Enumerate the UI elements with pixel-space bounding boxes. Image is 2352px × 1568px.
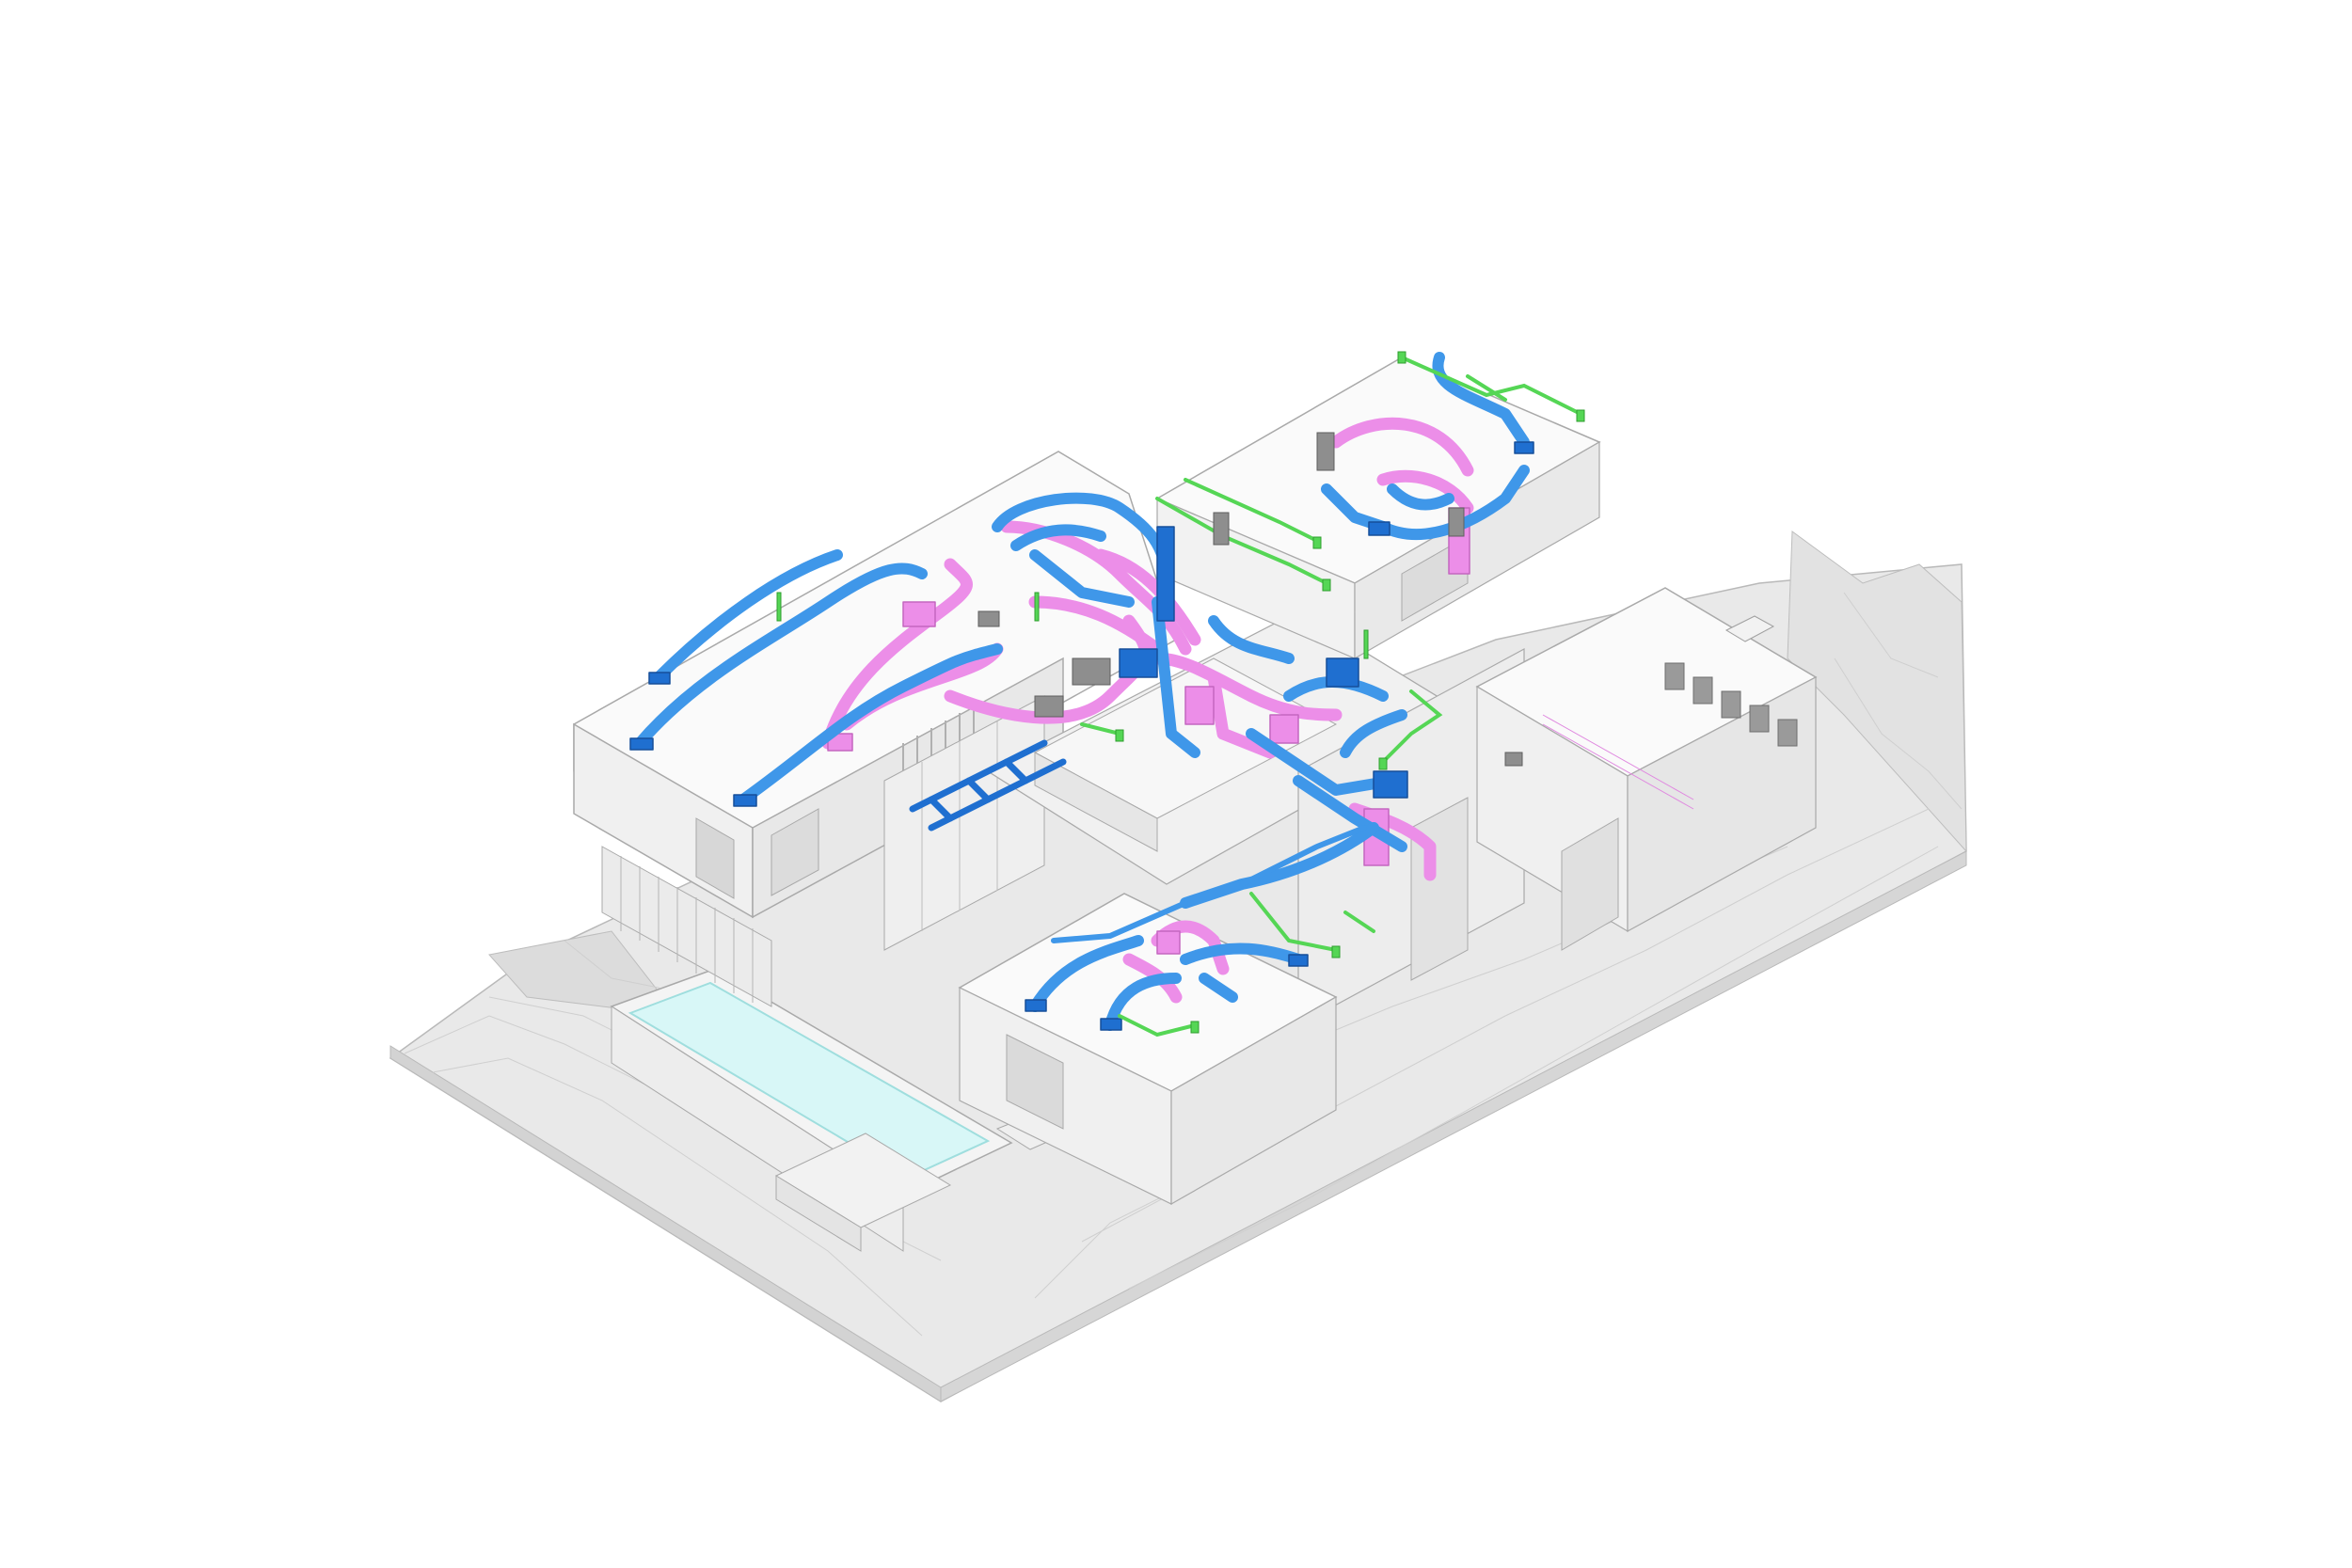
return-duct-run bbox=[1329, 417, 1474, 477]
return-duct-run bbox=[1151, 652, 1343, 721]
fb-front-right bbox=[1170, 995, 1337, 1206]
pipe-fittings bbox=[776, 351, 1585, 1034]
pipe-run bbox=[1184, 478, 1319, 543]
fb-window bbox=[1006, 1034, 1064, 1130]
supply-air-ducts bbox=[629, 352, 1534, 1031]
pipe-run bbox=[1080, 722, 1121, 736]
supply-duct-run bbox=[738, 643, 1003, 805]
supply-duct-run bbox=[1293, 775, 1407, 852]
ahu bbox=[1316, 432, 1335, 471]
supply-duct-run bbox=[1152, 596, 1200, 758]
supply-duct-run bbox=[1432, 352, 1530, 448]
supply-trunk-box bbox=[1119, 648, 1158, 678]
supply-duct-run bbox=[1340, 709, 1407, 758]
supply-duct-run bbox=[1010, 524, 1106, 551]
condensate-piping bbox=[1080, 356, 1582, 1037]
pool bbox=[610, 968, 1079, 1252]
air-handling-units bbox=[977, 432, 1523, 767]
column-slats bbox=[620, 856, 754, 1003]
return-trunk-box bbox=[1269, 714, 1299, 744]
pipe-run bbox=[1381, 689, 1443, 764]
supply-trunk-box bbox=[1326, 657, 1359, 688]
main-window-1 bbox=[695, 817, 735, 899]
supply-grille bbox=[1288, 954, 1309, 967]
pipe-run bbox=[1343, 911, 1375, 933]
supply-branch-duct bbox=[1051, 825, 1367, 943]
supply-trunk-box bbox=[1373, 770, 1408, 799]
right-block-door bbox=[1410, 797, 1469, 981]
pipe-run bbox=[1466, 374, 1507, 402]
ahu bbox=[1072, 657, 1111, 686]
supply-grille bbox=[1100, 1018, 1122, 1031]
return-duct-run bbox=[1028, 595, 1164, 656]
supply-riser bbox=[1156, 526, 1175, 622]
upper-right-building bbox=[1155, 356, 1601, 660]
return-duct-run bbox=[1207, 671, 1277, 759]
supply-duct-run bbox=[653, 549, 843, 683]
outdoor-unit bbox=[1724, 615, 1775, 642]
supply-duct-run bbox=[1029, 549, 1135, 608]
supply-duct-run bbox=[1387, 483, 1454, 511]
supply-grille bbox=[1368, 521, 1391, 536]
duct-ladder bbox=[909, 739, 1067, 832]
hvac-equipment-units bbox=[1664, 662, 1798, 747]
pipe-run bbox=[1249, 892, 1338, 952]
garage-building bbox=[1475, 587, 1818, 951]
ahu bbox=[1213, 512, 1230, 546]
supply-duct-run bbox=[1208, 615, 1295, 664]
return-duct-run bbox=[1094, 548, 1201, 646]
return-trunk-box bbox=[1184, 686, 1215, 725]
supply-grille bbox=[733, 794, 757, 807]
ahu bbox=[1448, 507, 1465, 537]
pipe-run bbox=[1155, 497, 1328, 585]
pool-steps-face bbox=[775, 1175, 862, 1252]
supply-grille bbox=[1025, 999, 1047, 1012]
supply-duct-run bbox=[1199, 973, 1238, 1003]
supply-duct-run bbox=[634, 562, 928, 749]
supply-grille bbox=[1514, 441, 1534, 454]
terrain-front-skirt bbox=[940, 850, 1967, 1402]
supply-duct-run bbox=[1029, 935, 1144, 1012]
return-duct-run bbox=[1376, 469, 1474, 515]
main-window-2 bbox=[771, 808, 819, 896]
ahu bbox=[977, 610, 1000, 627]
supply-duct-run bbox=[1104, 973, 1182, 1031]
supply-grille bbox=[629, 737, 654, 751]
return-trunk-box bbox=[1156, 930, 1181, 955]
garage-door bbox=[1561, 817, 1619, 951]
ahu bbox=[1034, 695, 1064, 718]
pipe-run bbox=[1400, 356, 1582, 416]
return-trunk-box bbox=[902, 601, 936, 627]
pool-water bbox=[628, 981, 991, 1180]
pipe-run bbox=[1118, 1014, 1197, 1037]
supply-grille bbox=[648, 672, 671, 685]
ahu bbox=[1504, 752, 1523, 767]
